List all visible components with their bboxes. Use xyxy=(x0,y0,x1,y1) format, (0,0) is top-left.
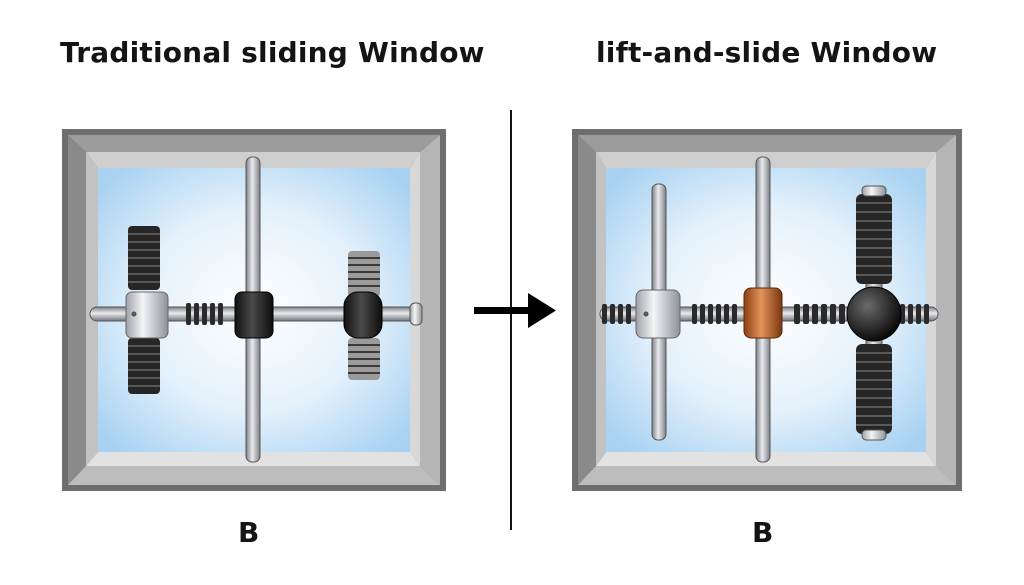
right-end-coil xyxy=(900,304,929,324)
right-coil-to-ball xyxy=(794,304,845,324)
right-silver-slider-block xyxy=(635,289,681,339)
left-window xyxy=(62,129,446,491)
right-ball-joint xyxy=(846,286,902,342)
right-vertical-spring-assembly xyxy=(846,185,902,441)
left-panel-label: B xyxy=(238,516,260,549)
right-copper-roller-block xyxy=(743,287,783,339)
left-panel-title: Traditional sliding Window xyxy=(60,36,485,69)
right-panel-label: B xyxy=(752,516,774,549)
left-rod-end-cap xyxy=(409,302,423,326)
transition-arrow-icon xyxy=(474,293,556,328)
left-silver-slider-block xyxy=(125,291,169,339)
right-middle-coil xyxy=(692,304,737,324)
right-left-end-coil xyxy=(602,304,631,324)
left-black-roller-block xyxy=(234,291,274,339)
left-small-coil xyxy=(186,303,223,325)
right-window xyxy=(572,129,962,491)
right-panel-title: lift-and-slide Window xyxy=(596,36,938,69)
left-spring-column-b xyxy=(343,251,383,380)
left-spring-column-a xyxy=(128,226,160,394)
